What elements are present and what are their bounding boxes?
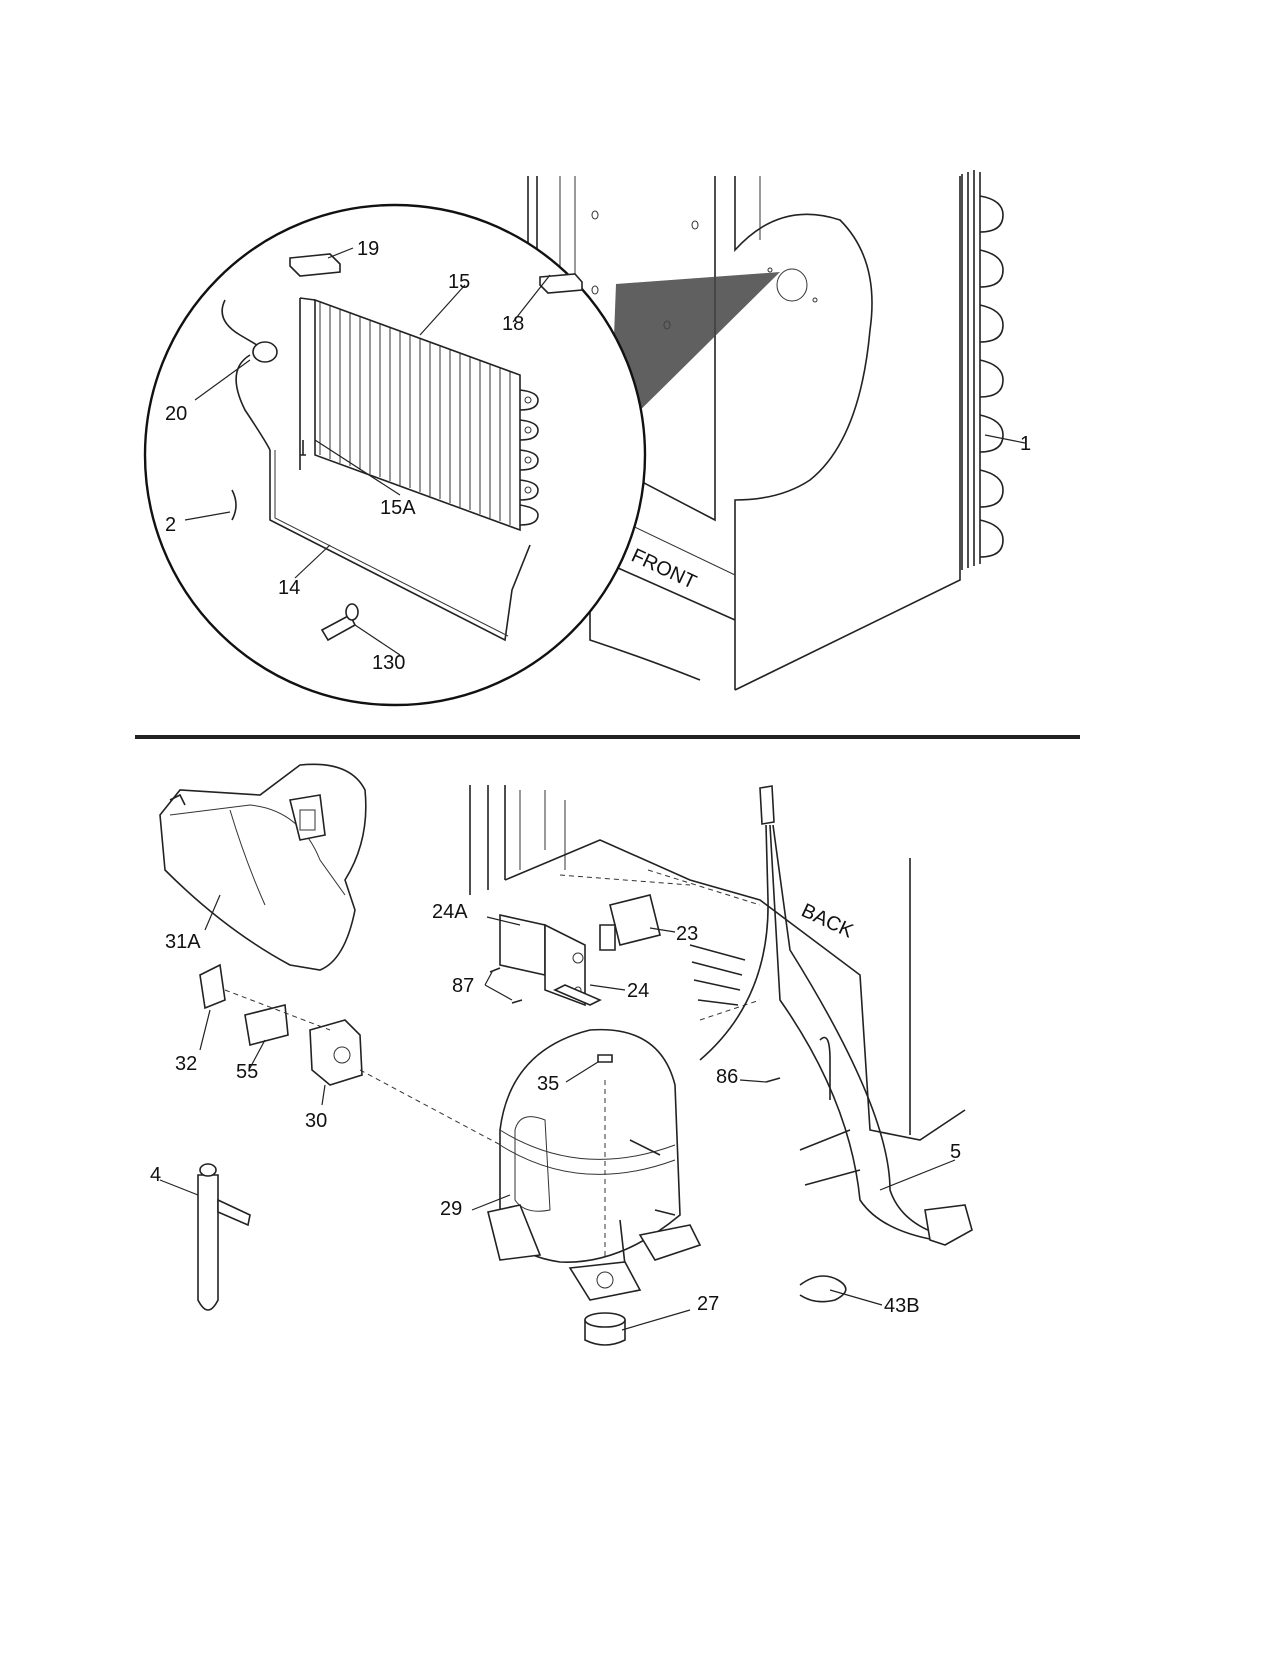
protector-part-30 — [309, 1019, 363, 1086]
callout-27: 27 — [697, 1293, 719, 1315]
callout-32: 32 — [175, 1053, 197, 1075]
callout-1: 1 — [1020, 433, 1031, 455]
callout-30: 30 — [305, 1110, 327, 1132]
cabinet-lower — [469, 785, 966, 1141]
callout-24: 24 — [627, 980, 649, 1002]
callout-87: 87 — [452, 975, 474, 997]
callout-55: 55 — [236, 1061, 258, 1083]
callout-14: 14 — [278, 577, 300, 599]
power-cord-part-5 — [689, 785, 973, 1246]
callout-23: 23 — [676, 923, 698, 945]
insulation-pad-18 — [539, 273, 583, 294]
callout-4: 4 — [150, 1164, 161, 1186]
callout-43b: 43B — [884, 1295, 920, 1317]
overload-part-55 — [244, 1003, 289, 1046]
relay-bracket-part-24 — [499, 914, 602, 1007]
compressor-part-29 — [487, 1028, 702, 1301]
insulation-pad-19 — [289, 253, 341, 277]
drier-part-4 — [197, 1163, 251, 1311]
callout-24a: 24A — [432, 901, 468, 923]
magnify-cone — [610, 272, 780, 440]
condenser-coil — [961, 170, 1004, 570]
clip-part-43b — [799, 1275, 847, 1303]
grommet-part-27 — [584, 1312, 626, 1346]
callout-130: 130 — [372, 652, 405, 674]
screw-part-86 — [765, 1077, 781, 1083]
callout-29: 29 — [440, 1198, 462, 1220]
section-divider — [135, 735, 1080, 739]
callout-15: 15 — [448, 271, 470, 293]
callout-18: 18 — [502, 313, 524, 335]
relay-part-23 — [599, 894, 661, 951]
front-label: FRONT — [628, 545, 700, 594]
callout-15a: 15A — [380, 497, 416, 519]
callout-35: 35 — [537, 1073, 559, 1095]
clip-part-2 — [231, 489, 237, 521]
callout-2: 2 — [165, 514, 176, 536]
callout-19: 19 — [357, 238, 379, 260]
bolt-part-35 — [597, 1054, 613, 1063]
callout-5: 5 — [950, 1141, 961, 1163]
callout-86: 86 — [716, 1066, 738, 1088]
heater-wire-14 — [269, 450, 531, 642]
callout-31a: 31A — [165, 931, 201, 953]
back-label: BACK — [798, 900, 857, 943]
drain-pan-part-31a — [159, 763, 367, 971]
cabinet-upper — [527, 176, 961, 691]
clip-part-32 — [199, 963, 226, 1010]
screws-part-87 — [489, 967, 523, 1004]
callout-20: 20 — [165, 403, 187, 425]
